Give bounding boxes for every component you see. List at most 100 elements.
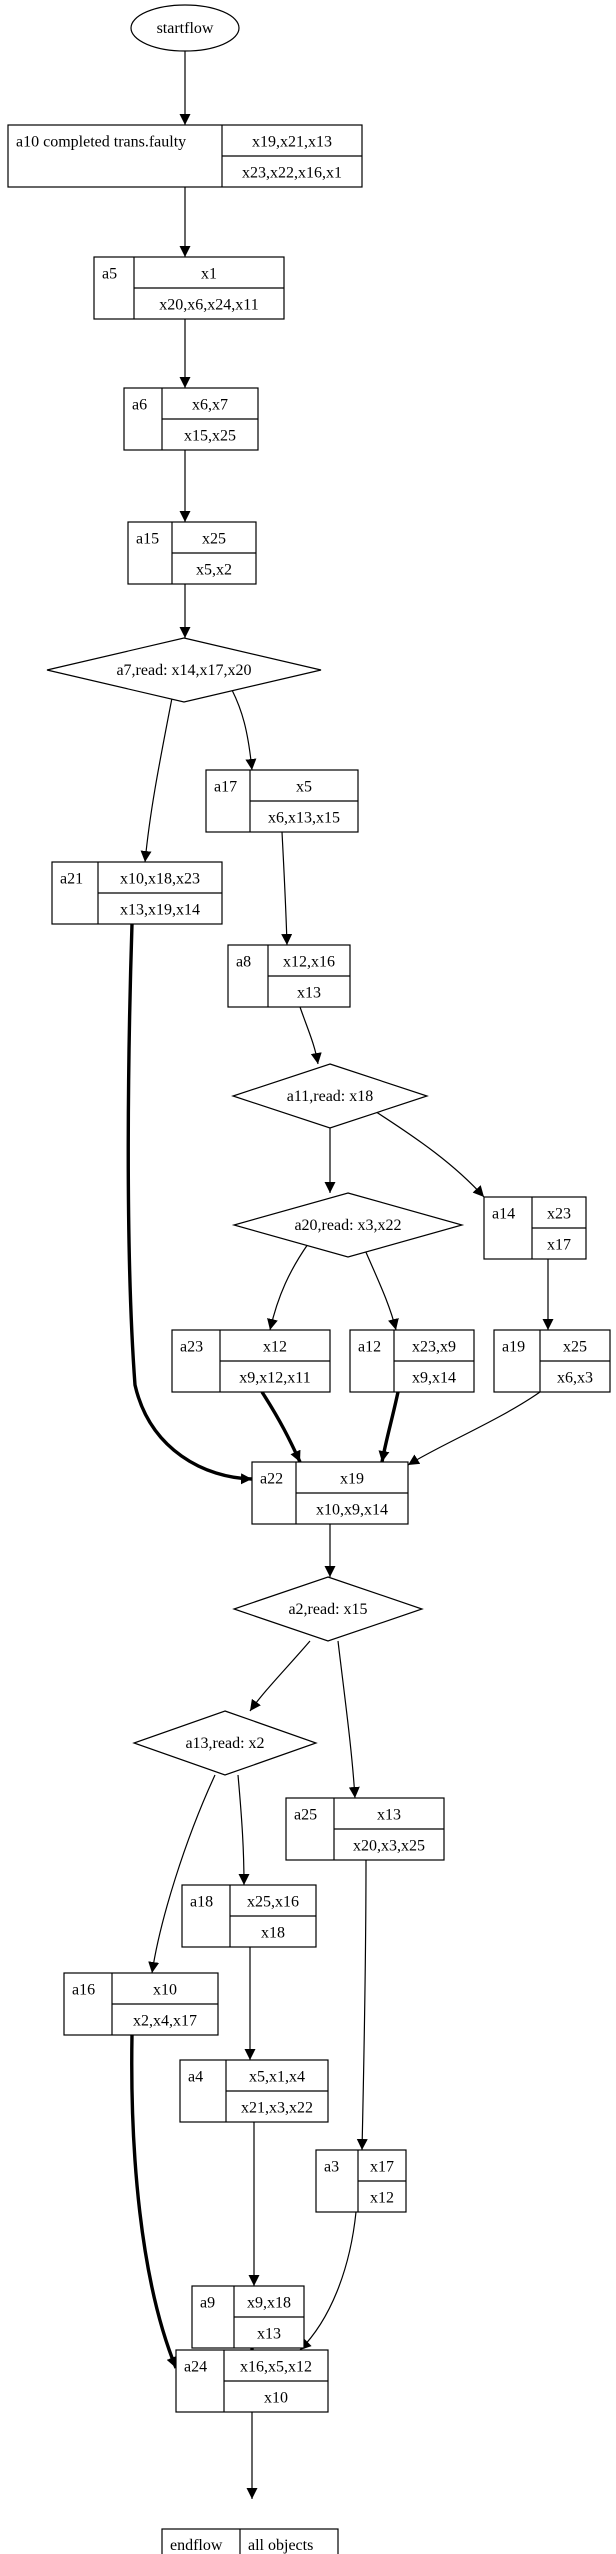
decision-a7: a7,read: x14,x17,x20 [46,637,322,703]
node-vars-bottom: x15,x25 [184,428,236,445]
end-value: all objects [248,2537,313,2554]
node-label: a14 [492,1206,515,1223]
node-vars-top: x12,x16 [283,954,335,971]
edge-a13-to-a18 [237,1774,250,1886]
node-vars-bottom: x13,x19,x14 [120,902,200,919]
node-label: a6 [132,397,147,414]
edge-a17-to-a8 [281,831,293,946]
node-label: a15 [136,531,159,548]
end-box [161,2528,339,2554]
node-vars-top: x16,x5,x12 [240,2359,312,2376]
edge-a8-to-a11 [299,1006,322,1065]
edge-a19-to-a22 [407,1391,541,1466]
node-a4: a4 x5,x1,x4 x21,x3,x22 [179,2059,329,2123]
edge-a25-to-a3 [356,1859,368,2151]
node-vars-bottom: x17 [547,1237,571,1254]
edge-a7-to-a17 [231,689,257,771]
end-label: endflow [170,2537,223,2554]
node-vars-bottom: x6,x3 [557,1370,593,1387]
node-label: a23 [180,1339,203,1356]
edge-a3-to-a24 [299,2211,357,2351]
node-vars-bottom: x6,x13,x15 [268,810,340,827]
node-label: a9 [200,2295,215,2312]
node-a5: a5 x1 x20,x6,x24,x11 [93,256,285,320]
decision-a11: a11,read: x18 [231,1063,429,1129]
node-vars-bottom: x21,x3,x22 [241,2100,313,2117]
node-label: a25 [294,1807,317,1824]
decision-a20: a20,read: x3,x22 [231,1192,465,1258]
node-a18: a18 x25,x16 x18 [181,1884,317,1948]
node-label: a10 completed trans.faulty [16,134,186,151]
start-label: startflow [157,20,214,37]
node-vars-top: x19 [340,1471,364,1488]
node-a12: a12 x23,x9 x9,x14 [349,1329,475,1393]
node-vars-bottom: x20,x3,x25 [353,1838,425,1855]
node-vars-bottom: x2,x4,x17 [133,2013,197,2030]
node-vars-top: x23 [547,1206,571,1223]
node-label: a17 [214,779,237,796]
node-vars-bottom: x9,x12,x11 [239,1370,310,1387]
edge-a20-to-a12 [364,1249,399,1331]
node-a25: a25 x13 x20,x3,x25 [285,1797,445,1861]
node-a15: a15 x25 x5,x2 [127,521,257,585]
node-vars-top: x10,x18,x23 [120,871,200,888]
node-vars-bottom: x5,x2 [196,562,232,579]
node-vars-top: x25,x16 [247,1894,299,1911]
node-label: a12 [358,1339,381,1356]
decision-label: a20,read: x3,x22 [294,1217,401,1234]
edge-a2-to-a13 [249,1640,311,1712]
node-a14: a14 x23 x17 [483,1196,587,1260]
node-vars-top: x13 [377,1807,401,1824]
decision-label: a11,read: x18 [287,1088,373,1105]
node-label: a16 [72,1982,95,1999]
node-vars-top: x5,x1,x4 [249,2069,305,2086]
decision-diamond [231,1192,465,1258]
node-label: a4 [188,2069,203,2086]
node-vars-top: x25 [202,531,226,548]
edge-a16-to-a24 [130,2034,178,2369]
node-vars-top: x1 [201,266,217,283]
node-vars-top: x23,x9 [412,1339,456,1356]
node-vars-top: x12 [263,1339,287,1356]
node-a8: a8 x12,x16 x13 [227,944,351,1008]
edge-a20-to-a23 [267,1243,309,1331]
node-vars-bottom: x20,x6,x24,x11 [159,297,258,314]
node-a23: a23 x12 x9,x12,x11 [171,1329,331,1393]
edge-a23-to-a22 [260,1391,302,1463]
node-vars-bottom: x12 [370,2190,394,2207]
decision-a13: a13,read: x2 [132,1710,318,1776]
node-a21: a21 x10,x18,x23 x13,x19,x14 [51,861,223,925]
node-label: a19 [502,1339,525,1356]
edge-a21-to-a22 [126,923,253,1485]
edge-a7-to-a21 [140,697,173,863]
node-label: a5 [102,266,117,283]
node-label: a8 [236,954,251,971]
decision-label: a7,read: x14,x17,x20 [116,662,251,679]
node-vars-top: x19,x21,x13 [252,134,332,151]
edge-a2-to-a25 [337,1640,360,1799]
node-label: a22 [260,1471,283,1488]
node-vars-top: x6,x7 [192,397,228,414]
edge-a12-to-a22 [378,1391,400,1463]
node-vars-bottom: x9,x14 [412,1370,456,1387]
decision-diamond [46,637,322,703]
node-vars-bottom: x13 [297,985,321,1002]
edge-a13-to-a16 [148,1774,216,1974]
node-vars-bottom: x18 [261,1925,285,1942]
start-ellipse [130,4,240,52]
decision-diamond [232,1576,424,1642]
node-label: a21 [60,871,83,888]
decision-diamond [231,1063,429,1129]
node-label: a3 [324,2159,339,2176]
node-label: a18 [190,1894,213,1911]
decision-label: a13,read: x2 [185,1735,264,1752]
node-vars-bottom: x13 [257,2326,281,2343]
node-a6: a6 x6,x7 x15,x25 [123,387,259,451]
